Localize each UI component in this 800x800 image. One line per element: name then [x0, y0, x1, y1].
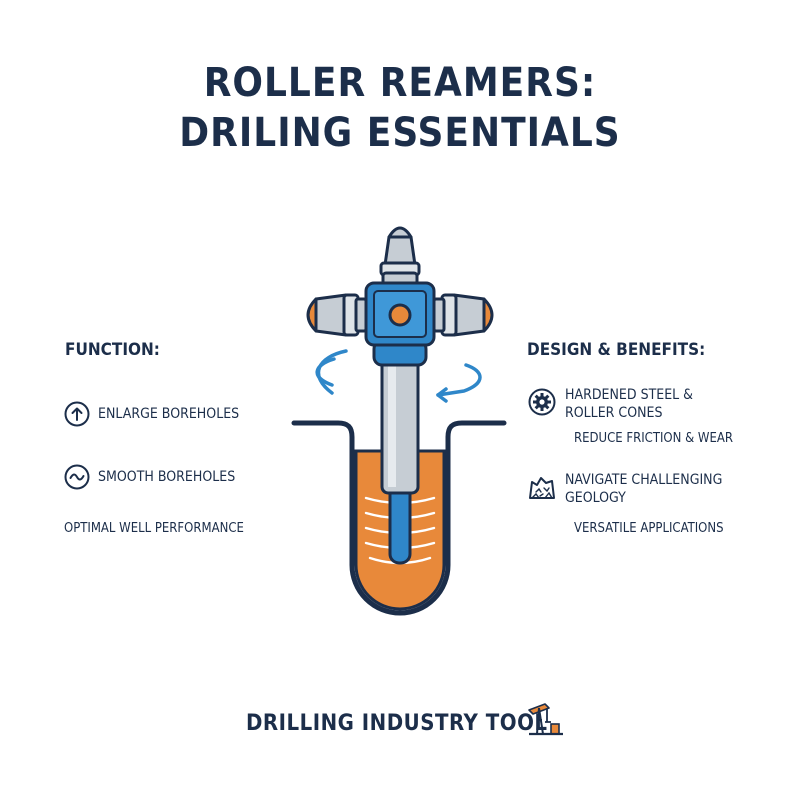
title-line-1: ROLLER REAMERS: [203, 60, 597, 106]
function-heading: FUNCTION: [65, 340, 160, 360]
footer-label: DRILLING INDUSTRY TOOL [246, 711, 548, 736]
benefit-note: VERSATILE APPLICATIONS [574, 521, 724, 536]
roller-reamer-illustration [291, 226, 507, 616]
benefit-label-line-1: HARDENED STEEL & [565, 387, 694, 403]
function-item-enlarge: ENLARGE BOREHOLES [64, 401, 239, 427]
benefit-item-geology: NAVIGATE CHALLENGING GEOLOGY [528, 471, 722, 507]
ground-line [291, 420, 507, 616]
footer-text: DRILLING INDUSTRY TOOL [246, 711, 548, 736]
function-item-label: ENLARGE BOREHOLES [98, 406, 240, 422]
wave-circle-icon [64, 464, 90, 490]
rotation-arrows-icon [315, 349, 482, 403]
left-roller-cone [306, 293, 368, 337]
function-item-smooth: SMOOTH BOREHOLES [64, 464, 235, 490]
body-bolt [388, 303, 412, 327]
benefit-label-line-2: GEOLOGY [565, 490, 626, 506]
page-title: ROLLER REAMERS: DRILING ESSENTIALS [0, 58, 800, 158]
benefit-label-line-2: ROLLER CONES [565, 405, 663, 421]
benefit-item-steel: HARDENED STEEL & ROLLER CONES [528, 386, 693, 422]
title-line-2: DRILING ESSENTIALS [179, 110, 621, 156]
benefit-label-line-1: NAVIGATE CHALLENGING [565, 472, 723, 488]
design-benefits-heading: DESIGN & BENEFITS: [527, 340, 706, 360]
function-item-label: SMOOTH BOREHOLES [98, 469, 236, 485]
benefit-note: REDUCE FRICTION & WEAR [574, 431, 733, 446]
oil-derrick-icon [528, 703, 563, 736]
right-roller-cone [432, 293, 494, 337]
arrow-up-circle-icon [64, 401, 90, 427]
top-roller-cone [379, 226, 421, 287]
gear-icon [528, 388, 556, 416]
function-note: OPTIMAL WELL PERFORMANCE [64, 521, 244, 536]
rock-icon [528, 474, 556, 502]
main-shaft [380, 353, 420, 495]
